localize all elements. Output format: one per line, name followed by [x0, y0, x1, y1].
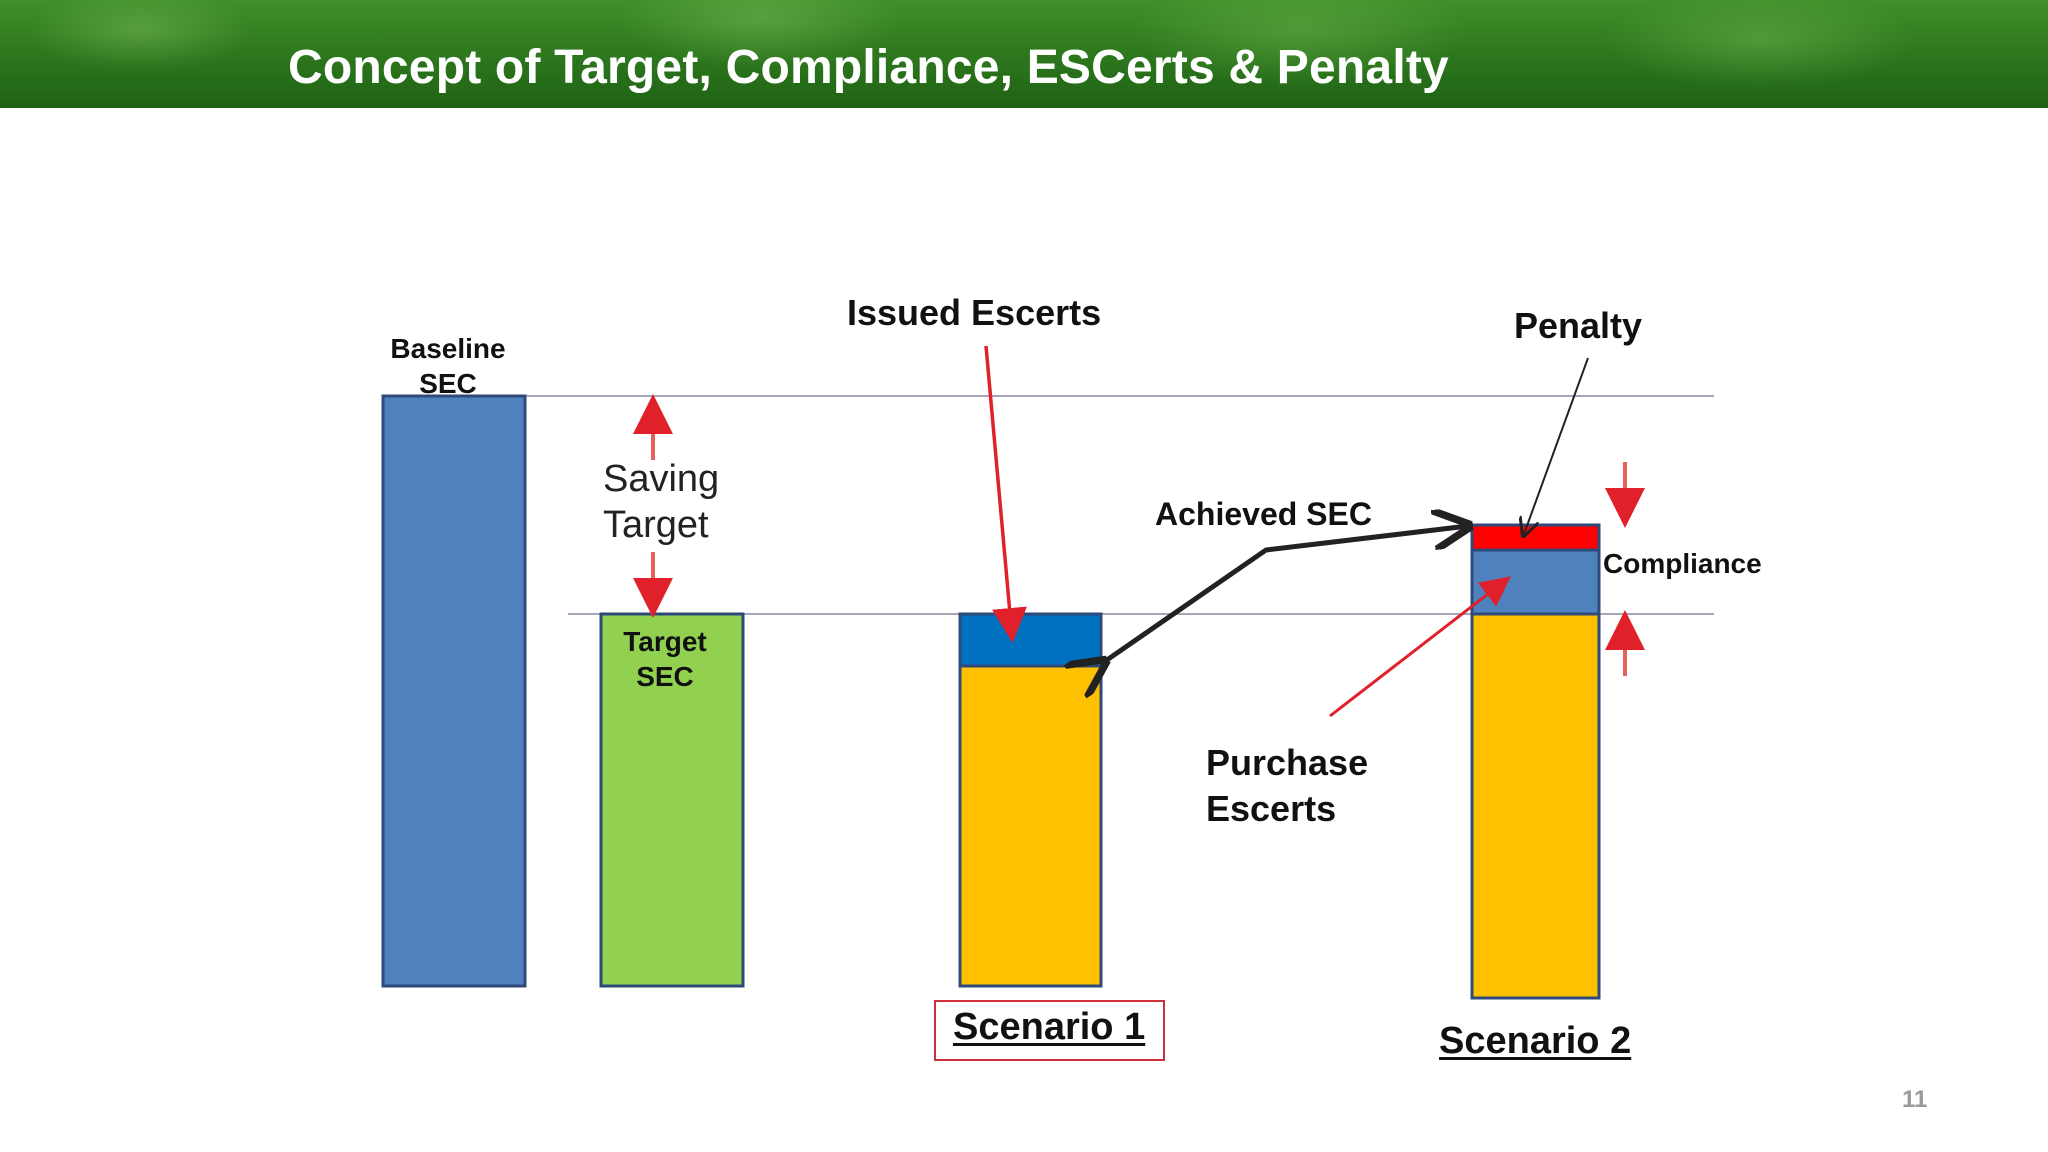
penalty-arrow: [1524, 357, 1589, 534]
issued-escerts-label: Issued Escerts: [847, 292, 1102, 333]
achieved-sec-connector: [1104, 526, 1468, 662]
scenario-2-penalty-segment: [1470, 523, 1601, 552]
penalty-label: Penalty: [1514, 305, 1643, 346]
scenario-1-issued-escerts-segment: [958, 612, 1103, 668]
scenario-1-highlight-box: [934, 1000, 1165, 1061]
scenario-2-label: Scenario 2: [1439, 1020, 1632, 1062]
scenario-1-base-bar: [958, 664, 1103, 988]
scenario-2-purchase-escerts-segment: [1470, 548, 1601, 616]
achieved-sec-label: Achieved SEC: [1155, 496, 1372, 532]
purchase-escerts-label: Purchase Escerts: [1206, 742, 1369, 829]
saving-target-label: Saving Target: [603, 458, 720, 546]
target-sec-bar: [599, 612, 745, 988]
slide-header: Concept of Target, Compliance, ESCerts &…: [0, 0, 2048, 108]
scenario-2-base-bar: [1470, 612, 1601, 1000]
baseline-sec-bar: [381, 394, 527, 988]
compliance-label: Compliance: [1603, 548, 1762, 579]
issued-escerts-arrow: [984, 345, 1027, 643]
baseline-sec-label: Baseline SEC: [390, 333, 506, 399]
slide-title: Concept of Target, Compliance, ESCerts &…: [288, 41, 1449, 94]
scenario-1-label: Scenario 1: [953, 1006, 1146, 1048]
target-sec-label: Target SEC: [623, 626, 707, 692]
page-number: 11: [1902, 1086, 1928, 1113]
